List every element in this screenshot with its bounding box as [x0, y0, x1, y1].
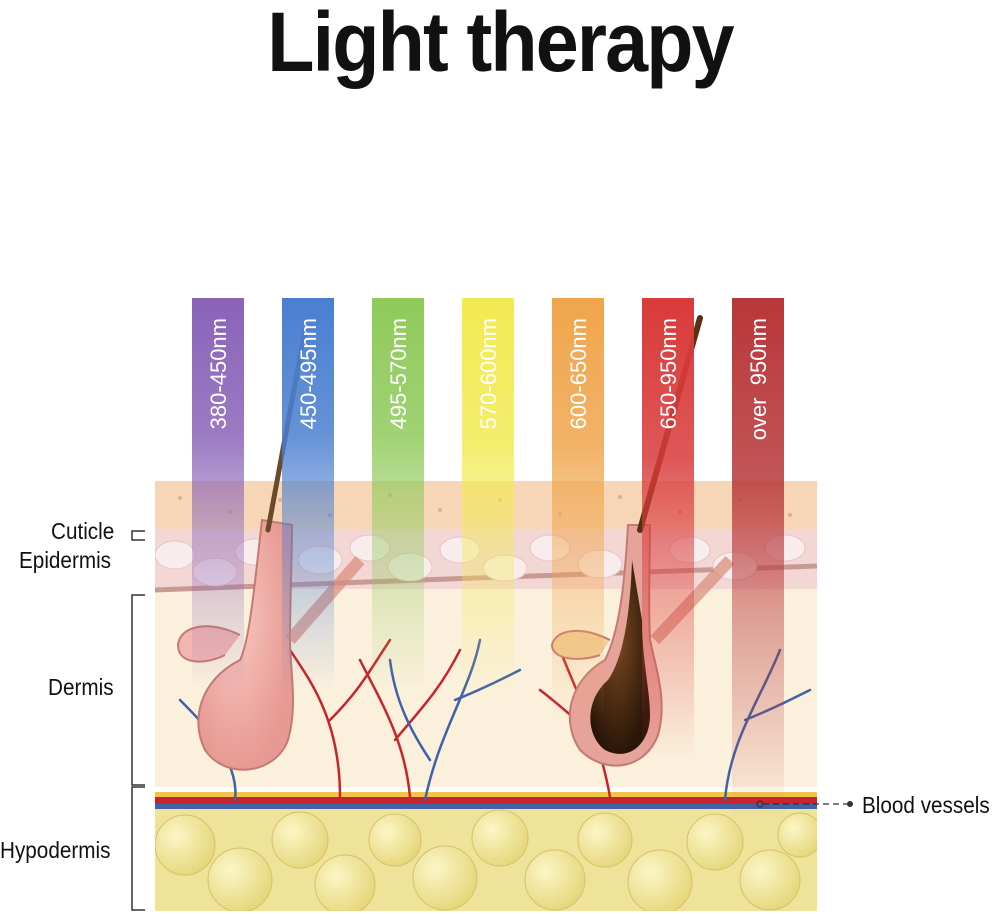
wavelength-band-label: 570-600nm	[476, 318, 501, 429]
wavelength-band-1: 380-450nm	[192, 298, 244, 690]
diagram-title: Light therapy	[267, 0, 734, 89]
cuticle-bracket	[131, 530, 145, 541]
wavelength-band-bar	[192, 298, 244, 690]
wavelength-band-bar	[372, 298, 424, 690]
wavelength-band-label: 380-450nm	[206, 318, 231, 429]
blood-vessels-callout-line	[756, 800, 853, 808]
wavelength-band-3: 495-570nm	[372, 298, 424, 690]
wavelength-band-label: 495-570nm	[386, 318, 411, 429]
wavelength-band-5: 600-650nm	[552, 298, 604, 720]
wavelength-band-bar	[642, 298, 694, 760]
wavelength-band-6: 650-950nm	[642, 298, 694, 760]
wavelength-band-bar	[732, 298, 784, 820]
wavelength-band-bar	[282, 298, 334, 690]
label-hypodermis: Hypodermis	[0, 837, 111, 863]
wavelength-band-2: 450-495nm	[282, 298, 334, 690]
wavelength-band-label: 450-495nm	[296, 318, 321, 429]
wavelength-band-bar	[462, 298, 514, 700]
fat-cells	[155, 809, 817, 911]
wavelength-band-label: over 950nm	[746, 318, 771, 440]
wavelength-band-bar	[552, 298, 604, 720]
label-cuticle: Cuticle	[51, 518, 115, 544]
label-dermis: Dermis	[48, 674, 114, 700]
layer-brackets	[131, 530, 145, 911]
wavelength-band-label: 650-950nm	[656, 318, 681, 429]
label-epidermis: Epidermis	[19, 547, 112, 573]
wavelength-bands: 380-450nm 450-495nm 495-570nm 570-600nm 600-…	[192, 298, 784, 820]
epidermis-dermis-bracket	[131, 594, 145, 786]
label-blood-vessels: Blood vessels	[862, 792, 990, 818]
hypodermis-bracket	[131, 786, 145, 911]
wavelength-band-4: 570-600nm	[462, 298, 514, 700]
wavelength-band-label: 600-650nm	[566, 318, 591, 429]
blood-vessels	[155, 792, 817, 809]
wavelength-band-7: over 950nm	[732, 298, 784, 820]
